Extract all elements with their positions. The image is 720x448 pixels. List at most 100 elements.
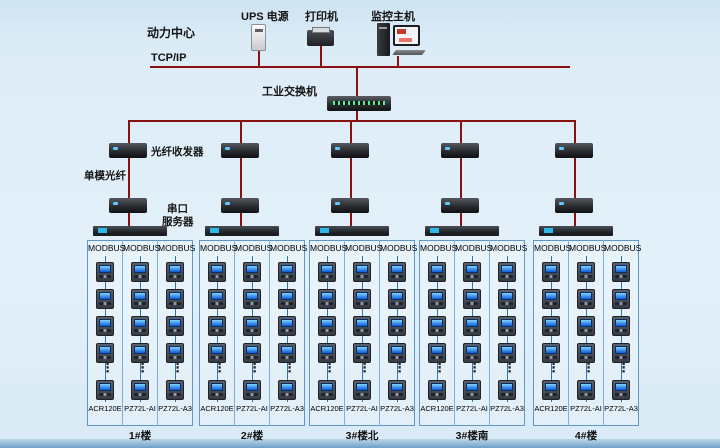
- meter-screen: [134, 319, 146, 327]
- column-ellipsis: ⋮: [323, 360, 336, 375]
- meter-buttons: [545, 356, 557, 359]
- branch-drop-line: [240, 122, 242, 143]
- meter-screen: [615, 383, 627, 391]
- meter-buttons: [281, 275, 293, 278]
- meter-buttons: [211, 275, 223, 278]
- serial-server-device: [93, 226, 167, 236]
- group-column-separator: [344, 240, 345, 426]
- tcpip-label: TCP/IP: [151, 52, 187, 64]
- group-column-separator: [489, 240, 490, 426]
- meter-buttons: [99, 302, 111, 305]
- fiber-transceiver-device: [109, 198, 147, 213]
- meter-device: [498, 380, 516, 400]
- meter-screen: [580, 265, 592, 273]
- meter-screen: [321, 319, 333, 327]
- meter-device: [318, 262, 336, 282]
- meter-screen: [615, 265, 627, 273]
- meter-device: [318, 380, 336, 400]
- meter-screen: [134, 383, 146, 391]
- meter-screen: [281, 265, 293, 273]
- meter-buttons: [501, 302, 513, 305]
- meter-device: [208, 343, 226, 363]
- single-mode-fiber-line: [128, 158, 130, 198]
- meter-buttons: [356, 329, 368, 332]
- meter-buttons: [545, 302, 557, 305]
- meter-screen: [321, 265, 333, 273]
- meter-screen: [356, 383, 368, 391]
- column-ellipsis: ⋮: [358, 360, 371, 375]
- meter-screen: [211, 346, 223, 354]
- meter-buttons: [615, 393, 627, 396]
- meter-buttons: [431, 302, 443, 305]
- modbus-label: MODBUS: [235, 243, 273, 253]
- column-ellipsis: ⋮: [283, 360, 296, 375]
- fiber-transceiver-label: 光纤收发器: [151, 146, 204, 158]
- meter-buttons: [615, 275, 627, 278]
- meter-buttons: [211, 356, 223, 359]
- column-ellipsis: ⋮: [213, 360, 226, 375]
- single-mode-fiber-line: [574, 158, 576, 198]
- meter-buttons: [246, 329, 258, 332]
- meter-screen: [545, 346, 557, 354]
- meter-screen: [580, 319, 592, 327]
- meter-device: [208, 262, 226, 282]
- modbus-label: MODBUS: [569, 243, 607, 253]
- meter-screen: [431, 346, 443, 354]
- meter-device: [388, 262, 406, 282]
- branch-drop-line: [460, 122, 462, 143]
- host-screen: [395, 27, 418, 44]
- meter-screen: [545, 383, 557, 391]
- meter-device: [243, 343, 261, 363]
- meter-buttons: [431, 275, 443, 278]
- meter-buttons: [545, 275, 557, 278]
- meter-screen: [391, 292, 403, 300]
- meter-screen: [391, 319, 403, 327]
- building-label: 4#楼: [574, 430, 598, 442]
- meter-device: [166, 289, 184, 309]
- meter-screen: [281, 292, 293, 300]
- meter-device: [542, 380, 560, 400]
- meter-buttons: [466, 356, 478, 359]
- meter-screen: [501, 319, 513, 327]
- serial-server-device: [425, 226, 499, 236]
- meter-screen: [169, 346, 181, 354]
- meter-device: [243, 289, 261, 309]
- meter-buttons: [615, 356, 627, 359]
- host-tower-device: [377, 23, 390, 56]
- meter-device: [428, 289, 446, 309]
- fiber-transceiver-device: [441, 143, 479, 158]
- group-column-separator: [157, 240, 158, 426]
- meter-screen: [281, 346, 293, 354]
- branch-drop-line: [574, 122, 576, 143]
- host-screen-graphic: [399, 38, 412, 42]
- meter-device: [463, 380, 481, 400]
- host-keyboard: [392, 50, 426, 55]
- meter-device: [388, 289, 406, 309]
- meter-device: [612, 316, 630, 336]
- meter-device: [463, 289, 481, 309]
- meter-device: [243, 262, 261, 282]
- meter-device: [498, 316, 516, 336]
- meter-screen: [321, 383, 333, 391]
- meter-screen: [246, 383, 258, 391]
- meter-buttons: [431, 329, 443, 332]
- switch-downlink-line: [356, 111, 358, 121]
- meter-screen: [391, 346, 403, 354]
- ups-connector-line: [258, 51, 260, 67]
- meter-device: [278, 262, 296, 282]
- meter-buttons: [580, 275, 592, 278]
- column-ellipsis: ⋮: [393, 360, 406, 375]
- meter-buttons: [501, 329, 513, 332]
- column-ellipsis: ⋮: [433, 360, 446, 375]
- meter-buttons: [356, 275, 368, 278]
- meter-device: [542, 289, 560, 309]
- switch-label: 工业交换机: [262, 86, 317, 98]
- meter-buttons: [580, 393, 592, 396]
- fiber-transceiver-device: [221, 143, 259, 158]
- meter-screen: [281, 383, 293, 391]
- meter-screen: [580, 346, 592, 354]
- meter-buttons: [281, 393, 293, 396]
- modbus-label: MODBUS: [158, 243, 196, 253]
- meter-buttons: [169, 329, 181, 332]
- meter-screen: [134, 265, 146, 273]
